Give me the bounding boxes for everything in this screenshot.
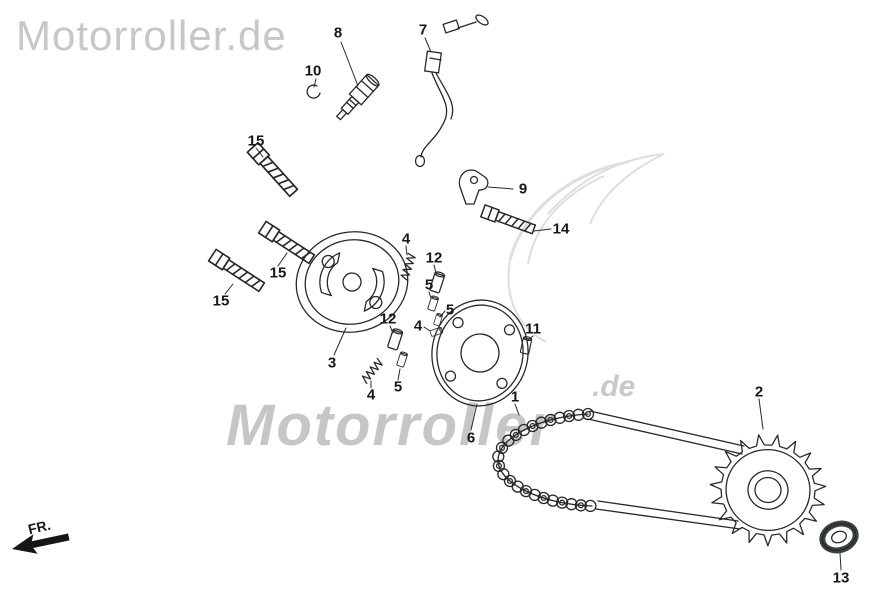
callout-2: 2 (754, 383, 764, 401)
watermark-center-suffix: .de (592, 370, 636, 403)
part-10-circlip (306, 84, 321, 99)
callout-4-a: 4 (401, 230, 411, 248)
callout-5-a: 5 (424, 276, 434, 294)
callout-14: 14 (552, 220, 570, 238)
callout-1: 1 (510, 388, 520, 406)
logo-swoosh-watermark (507, 153, 665, 343)
part-1-chain (492, 407, 745, 530)
callout-11: 11 (525, 320, 541, 338)
callout-4-b: 4 (413, 317, 423, 335)
part-2-sprocket (709, 434, 827, 547)
callout-9: 9 (518, 180, 528, 198)
part-3-backing-plate (295, 231, 409, 333)
part-8-pivot-bolt (336, 73, 380, 121)
callout-12-a: 12 (425, 249, 443, 267)
part-6-drive-plate (431, 299, 529, 407)
callout-5-c: 5 (445, 301, 455, 319)
part-5-bushing-a (427, 294, 440, 312)
callout-15-c: 15 (212, 292, 230, 310)
callout-7: 7 (418, 21, 428, 39)
callout-13: 13 (832, 569, 850, 587)
part-15-screws (207, 141, 317, 294)
callout-8: 8 (333, 24, 343, 42)
part-12-roller-b (386, 327, 404, 351)
part-7-sensor-cable (414, 14, 489, 168)
callout-4-c: 4 (366, 386, 376, 404)
fr-direction-arrow-icon (12, 533, 70, 554)
callout-3: 3 (327, 354, 337, 372)
callout-5-b: 5 (393, 378, 403, 396)
part-13-seal (819, 520, 859, 554)
watermark-center: Motorroller (226, 393, 555, 458)
part-5-bushing-b (396, 350, 409, 368)
callout-15-a: 15 (247, 132, 265, 150)
watermark-top-left: Motorroller.de (16, 12, 287, 59)
callout-6: 6 (466, 429, 476, 447)
callout-12-b: 12 (379, 310, 397, 328)
callout-15-b: 15 (269, 264, 287, 282)
part-9-bracket (458, 169, 489, 205)
part-4-spring-c (359, 357, 385, 385)
callout-10: 10 (304, 62, 322, 80)
